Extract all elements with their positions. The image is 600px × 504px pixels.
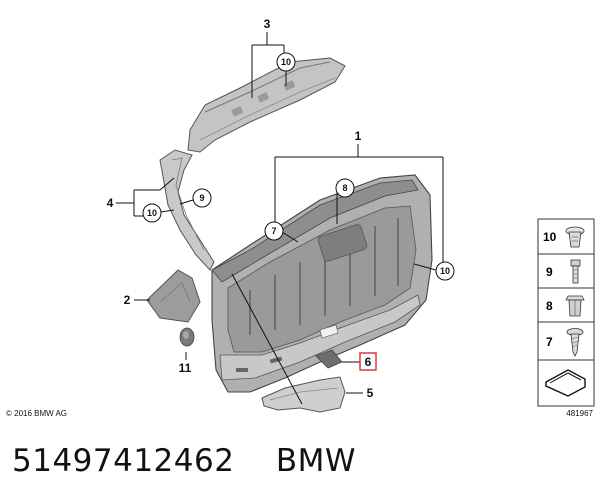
svg-text:10: 10: [147, 208, 157, 218]
legend-row-7: 7: [546, 328, 584, 357]
callout-1: 1: [355, 129, 362, 143]
part-2-side-cover: [146, 269, 201, 323]
part-1-tailgate-trim: [211, 174, 433, 393]
callout-7: 7: [264, 221, 284, 241]
callout-10-right: 10: [435, 261, 455, 281]
callout-5: 5: [367, 386, 374, 400]
svg-text:10: 10: [543, 230, 557, 244]
part-11-cap: [179, 327, 195, 347]
part-3-upper-trim: [187, 57, 346, 153]
copyright-text: © 2016 BMW AG: [6, 409, 67, 418]
part-footer: 51497412462 BMW: [12, 436, 592, 486]
callout-3: 3: [264, 17, 271, 31]
callout-4: 4: [107, 196, 114, 210]
callout-2: 2: [124, 293, 131, 307]
callout-11: 11: [179, 361, 192, 375]
svg-text:10: 10: [440, 266, 450, 276]
svg-text:7: 7: [546, 335, 553, 349]
callout-9: 9: [192, 188, 212, 208]
svg-text:9: 9: [546, 265, 553, 279]
svg-text:10: 10: [281, 57, 291, 67]
legend-row-8: 8: [546, 295, 585, 317]
part-4-side-trim: [159, 149, 215, 271]
clip-fastener-icon: [565, 226, 585, 248]
svg-text:8: 8: [342, 183, 347, 193]
bolt-icon: [570, 259, 581, 284]
leader-lines: [116, 32, 444, 405]
navigation-arrow-icon: [545, 369, 586, 397]
part-5-lower-trim: [261, 376, 346, 413]
callout-6-highlighted: 6: [359, 352, 377, 371]
brand-name: BMW: [275, 443, 357, 479]
callout-10-left: 10: [142, 203, 162, 223]
svg-text:9: 9: [199, 193, 204, 203]
fastener-legend: 10 9 8: [537, 218, 595, 407]
diagram-id: 481967: [566, 409, 593, 418]
callout-10-top: 10: [276, 52, 296, 72]
legend-row-10: 10: [543, 226, 585, 248]
svg-text:6: 6: [365, 355, 372, 369]
part-number: 51497412462: [12, 443, 235, 479]
svg-text:8: 8: [546, 299, 553, 313]
svg-text:7: 7: [271, 226, 276, 236]
screw-icon: [566, 328, 584, 357]
legend-row-9: 9: [546, 259, 581, 284]
callout-8: 8: [335, 178, 355, 198]
expanding-nut-icon: [565, 295, 585, 317]
